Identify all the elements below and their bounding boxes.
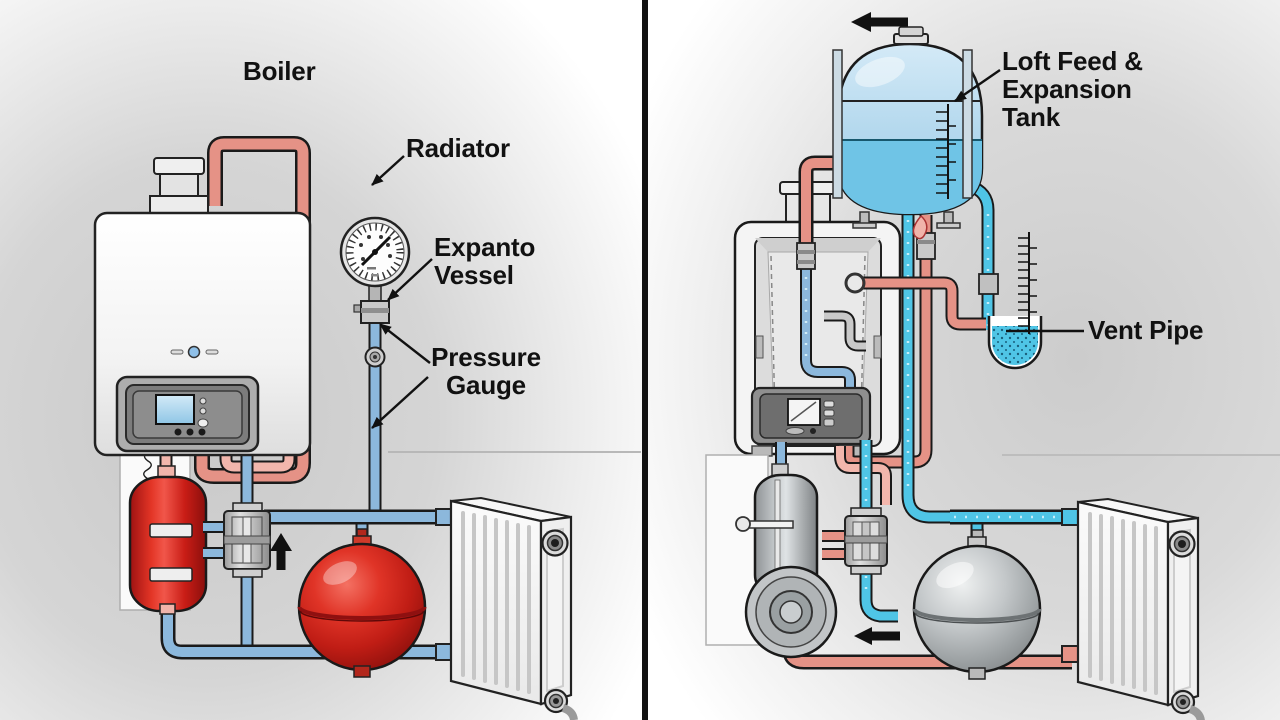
panel-button xyxy=(199,407,207,415)
panel-button xyxy=(198,428,206,436)
tank-bracket-right xyxy=(962,49,973,199)
boiler-indicator xyxy=(187,345,201,359)
cylinder-handle-ball xyxy=(735,516,751,532)
boiler-internal-gray-pipe xyxy=(824,310,866,352)
loft-tank-label: Loft Feed & Expansion Tank xyxy=(1002,46,1143,133)
loft-tank-leader xyxy=(954,69,1001,102)
tank-water xyxy=(838,140,982,214)
cavity-top-shade xyxy=(755,238,881,252)
pressure-gauge-label: Pressure Gauge xyxy=(431,342,541,401)
boiler-left xyxy=(93,157,312,457)
panel-divider xyxy=(642,0,648,720)
radiator-right-inlet-bottom xyxy=(1061,645,1080,663)
vent-coupling xyxy=(978,273,999,295)
vent-pipe-label: Vent Pipe xyxy=(1088,315,1204,345)
radiator-leader xyxy=(371,155,405,186)
loft-feed-expansion-tank xyxy=(832,26,984,240)
boiler-side-port xyxy=(844,272,866,294)
panel-sealed-system xyxy=(0,0,643,720)
overflow-drip xyxy=(912,215,928,240)
radiator-label: Radiator xyxy=(406,133,510,163)
flue-cap xyxy=(153,157,205,175)
panel-button xyxy=(197,418,209,428)
panel-button xyxy=(199,397,207,405)
radiator-left xyxy=(451,498,574,720)
flow-arrow-left-top xyxy=(851,12,908,32)
boiler-internal-pipe xyxy=(800,262,856,420)
vent-cup xyxy=(987,316,1043,370)
hot-boiler-to-tank-pipe xyxy=(796,155,844,270)
gauge-markers xyxy=(359,235,392,261)
pump-left xyxy=(223,502,271,578)
gauge-text-mark xyxy=(367,267,376,270)
radiator-right xyxy=(1078,499,1201,720)
valve-right xyxy=(844,507,888,575)
expansion-vessel-leader xyxy=(387,258,433,301)
hot-vent-connection-pipe xyxy=(844,272,986,331)
vent-scale-ruler xyxy=(1018,232,1037,334)
boiler-dash-left xyxy=(170,349,184,355)
pressure-gauge xyxy=(339,216,411,368)
gauge-text-mark xyxy=(371,274,378,277)
console-button xyxy=(823,400,835,408)
panel-button xyxy=(174,428,182,436)
tank-legs xyxy=(852,211,961,229)
cyan-tank-down-pipe xyxy=(901,214,958,524)
gauge-ticks xyxy=(346,223,404,281)
flow-arrow-up xyxy=(270,533,292,570)
pressure-gauge-leader-down xyxy=(371,376,429,429)
console-button xyxy=(823,418,835,427)
tank-scale xyxy=(936,104,956,199)
flow-arrow-left-bottom xyxy=(854,627,900,645)
tank-bracket-left xyxy=(832,49,843,199)
boiler-label: Boiler xyxy=(243,56,316,86)
expansion-vessel-label: Expanto Vessel xyxy=(434,232,536,291)
leader-lines-left xyxy=(371,155,433,429)
hot-tank-down-pipe xyxy=(841,215,936,469)
boiler-right-console xyxy=(750,386,872,459)
gray-expansion-vessel xyxy=(912,529,1042,680)
red-cylinder-vessel xyxy=(128,465,208,615)
panel-open-vented-system xyxy=(648,0,1280,720)
boiler-dash-right xyxy=(205,349,219,355)
hot-return-elbow xyxy=(219,450,296,474)
radiator-right-inlet-top xyxy=(1061,508,1080,526)
boiler-display xyxy=(155,394,195,425)
pump-right xyxy=(744,565,838,659)
cold-bottom-pipe xyxy=(160,607,446,660)
red-expansion-vessel xyxy=(297,528,427,678)
pressure-gauge-leader-up xyxy=(379,323,431,364)
panel-button xyxy=(186,428,194,436)
console-button xyxy=(823,409,835,417)
valve-band xyxy=(361,308,389,313)
